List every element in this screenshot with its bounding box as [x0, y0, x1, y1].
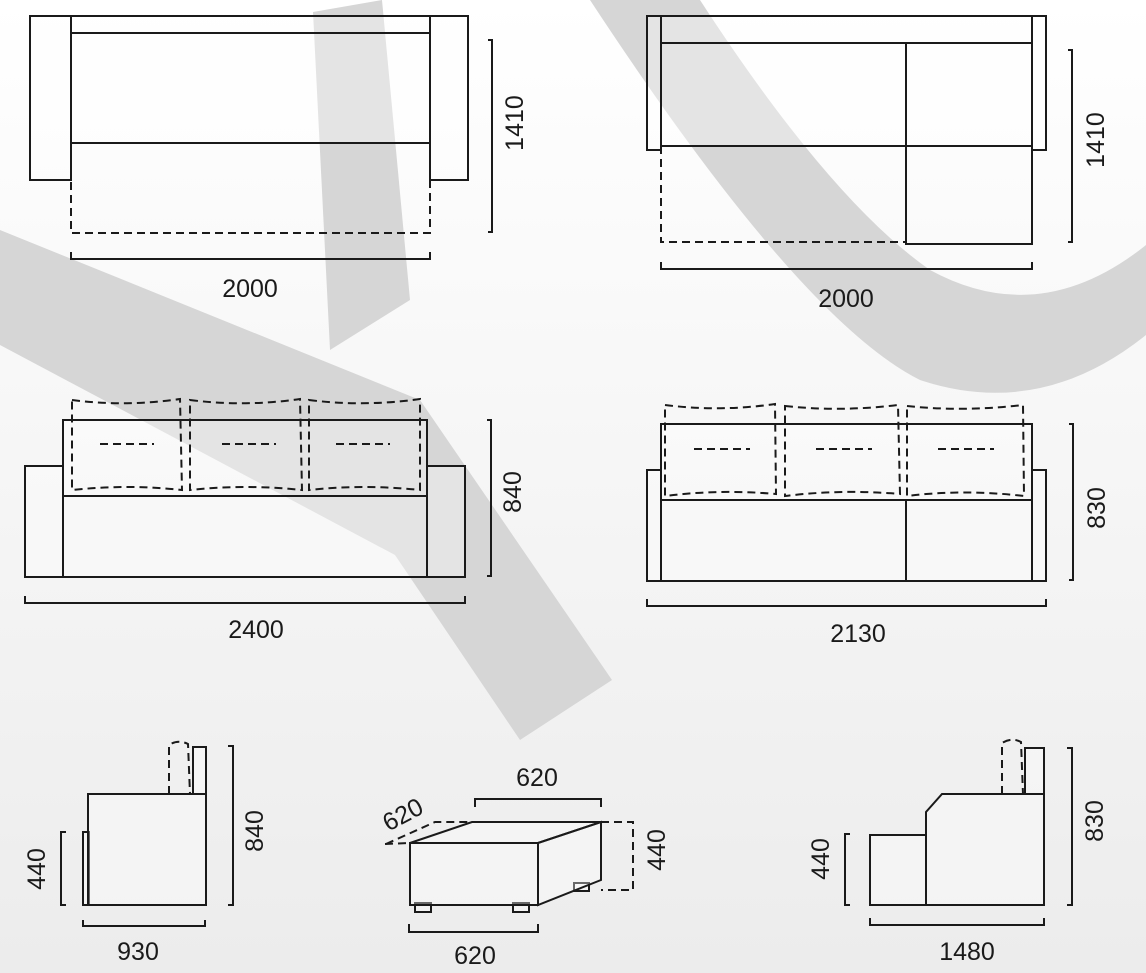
pouf-view: 620 620 440 620 — [378, 764, 671, 970]
right-armrest — [1031, 469, 1047, 582]
width-dimension-line — [408, 924, 539, 933]
length-label: 620 — [516, 764, 558, 792]
seat-top — [660, 15, 1033, 147]
width-dimension-line — [70, 252, 431, 260]
sofa-b-side-view: 830 440 1480 — [807, 738, 1109, 966]
cushion-profile — [168, 740, 191, 795]
backrest-top — [1024, 747, 1045, 795]
seat-height-dimension-line — [60, 831, 66, 906]
height-label: 840 — [241, 810, 269, 852]
depth-label: 1410 — [501, 95, 529, 151]
sofa-body — [925, 793, 1045, 906]
width-label: 2130 — [830, 620, 886, 648]
seat-base — [660, 499, 1033, 582]
height-label: 830 — [1083, 487, 1111, 529]
cushion-1 — [71, 397, 184, 492]
cushion-1 — [664, 402, 778, 498]
right-armrest — [426, 465, 466, 578]
height-dimension-line — [228, 745, 234, 906]
width-dimension-line — [660, 262, 1033, 270]
depth-dimension-line — [385, 821, 472, 845]
watermark-swoosh — [590, 0, 1146, 393]
height-label: 440 — [643, 829, 671, 871]
backrest — [62, 419, 428, 497]
height-dimension-line — [1069, 423, 1074, 581]
depth-label: 930 — [117, 938, 159, 966]
depth-dimension-line — [82, 920, 206, 927]
pouf-front — [409, 842, 539, 906]
cushion-2 — [784, 403, 902, 498]
unfolded-bed-outline — [660, 146, 906, 243]
foot-1 — [414, 902, 432, 913]
watermark-logo — [0, 0, 1146, 740]
sofa-b-top-view: 1410 2000 — [646, 15, 1110, 313]
seat-height-label: 440 — [23, 848, 51, 890]
depth-extension-line — [384, 842, 411, 845]
pouf-side — [537, 820, 602, 907]
chaise-section — [905, 43, 1033, 245]
width-label: 2000 — [222, 275, 278, 303]
left-armrest — [24, 465, 64, 578]
height-dimension-line — [1067, 747, 1073, 906]
height-label: 830 — [1081, 800, 1109, 842]
watermark-stroke-center — [313, 0, 410, 350]
sofa-a-front-view: 840 2400 — [24, 397, 527, 644]
width-label: 2400 — [228, 616, 284, 644]
left-armrest — [29, 15, 72, 181]
unfolded-bed-outline — [70, 143, 431, 234]
seat-height-label: 440 — [807, 838, 835, 880]
right-armrest — [429, 15, 469, 181]
depth-label: 1410 — [1082, 112, 1110, 168]
width-dimension-line — [646, 599, 1047, 607]
width-label: 620 — [454, 942, 496, 970]
left-armrest — [646, 469, 662, 582]
height-dimension-line — [601, 821, 634, 891]
height-dimension-line — [487, 419, 492, 577]
watermark-stroke-left — [0, 230, 612, 740]
sofa-a-side-view: 840 440 930 — [23, 740, 269, 966]
backrest — [660, 423, 1033, 501]
backrest-top — [192, 746, 207, 795]
left-armrest — [646, 15, 662, 151]
depth-label: 1480 — [939, 938, 995, 966]
width-dimension-line — [24, 596, 466, 604]
height-label: 840 — [499, 471, 527, 513]
seat-top — [70, 15, 431, 144]
sofa-a-top-view: 1410 2000 — [29, 15, 529, 303]
depth-dimension-line — [1068, 49, 1073, 243]
foot-2 — [512, 902, 530, 913]
depth-dimension-line — [869, 918, 1045, 926]
length-dimension-line — [474, 798, 602, 807]
cushion-2 — [189, 397, 304, 492]
depth-dimension-line — [488, 39, 493, 233]
sofa-b-front-view: 830 2130 — [646, 402, 1111, 648]
cushion-3 — [308, 397, 421, 492]
cushion-profile — [1001, 738, 1024, 795]
sofa-body — [87, 793, 207, 906]
seat-height-dimension-line — [844, 833, 850, 906]
right-armrest — [1031, 15, 1047, 151]
width-label: 2000 — [818, 285, 874, 313]
chaise-seat — [869, 834, 927, 906]
seat-base — [62, 495, 428, 578]
